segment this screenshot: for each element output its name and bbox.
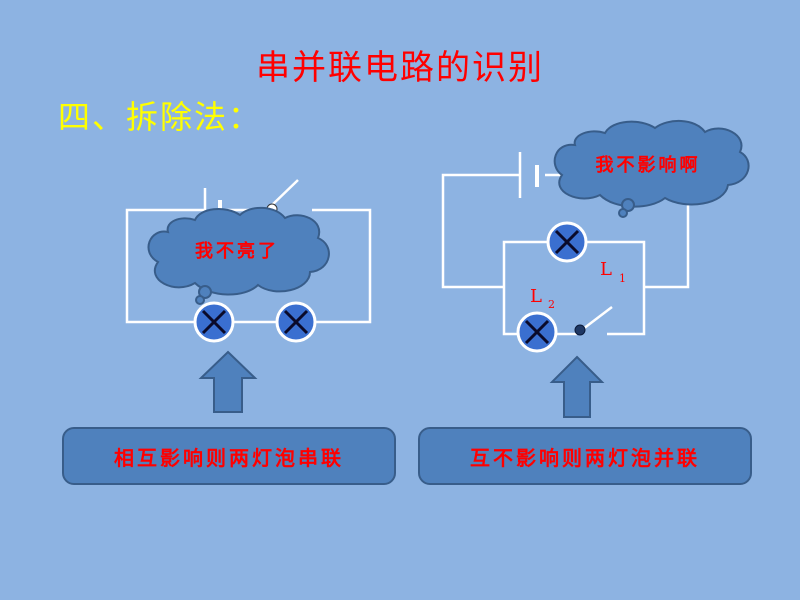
battery-icon <box>518 152 539 198</box>
label-l1-sub: 1 <box>619 272 626 285</box>
parallel-branch-right <box>587 240 646 336</box>
label-l2-sub: 2 <box>548 298 555 311</box>
cloud-callout-right: 我不影响啊 <box>553 120 750 218</box>
label-l1: L <box>600 259 612 280</box>
lamp-icon <box>193 301 235 343</box>
parallel-branch-left <box>502 240 548 336</box>
cloud-text-left: 我不亮了 <box>195 240 279 262</box>
lamp-icon-l1 <box>546 221 588 263</box>
up-arrow-icon <box>198 350 258 413</box>
label-l2: L <box>530 286 542 307</box>
conclusion-box-parallel: 互不影响则两灯泡并联 <box>418 427 752 485</box>
slide-title: 串并联电路的识别 <box>256 48 544 88</box>
switch-icon <box>574 306 613 336</box>
cloud-callout-left: 我不亮了 <box>147 206 330 305</box>
lamp-icon-l2 <box>516 311 558 353</box>
up-arrow-icon <box>549 355 605 418</box>
parallel-wire-outer-left <box>441 173 520 289</box>
series-wire-right <box>312 208 372 324</box>
series-wire-left <box>125 208 205 324</box>
lamp-icon <box>275 301 317 343</box>
conclusion-box-series: 相互影响则两灯泡串联 <box>62 427 396 485</box>
slide-subtitle: 四、拆除法： <box>58 98 263 136</box>
cloud-text-right: 我不影响啊 <box>596 154 701 176</box>
